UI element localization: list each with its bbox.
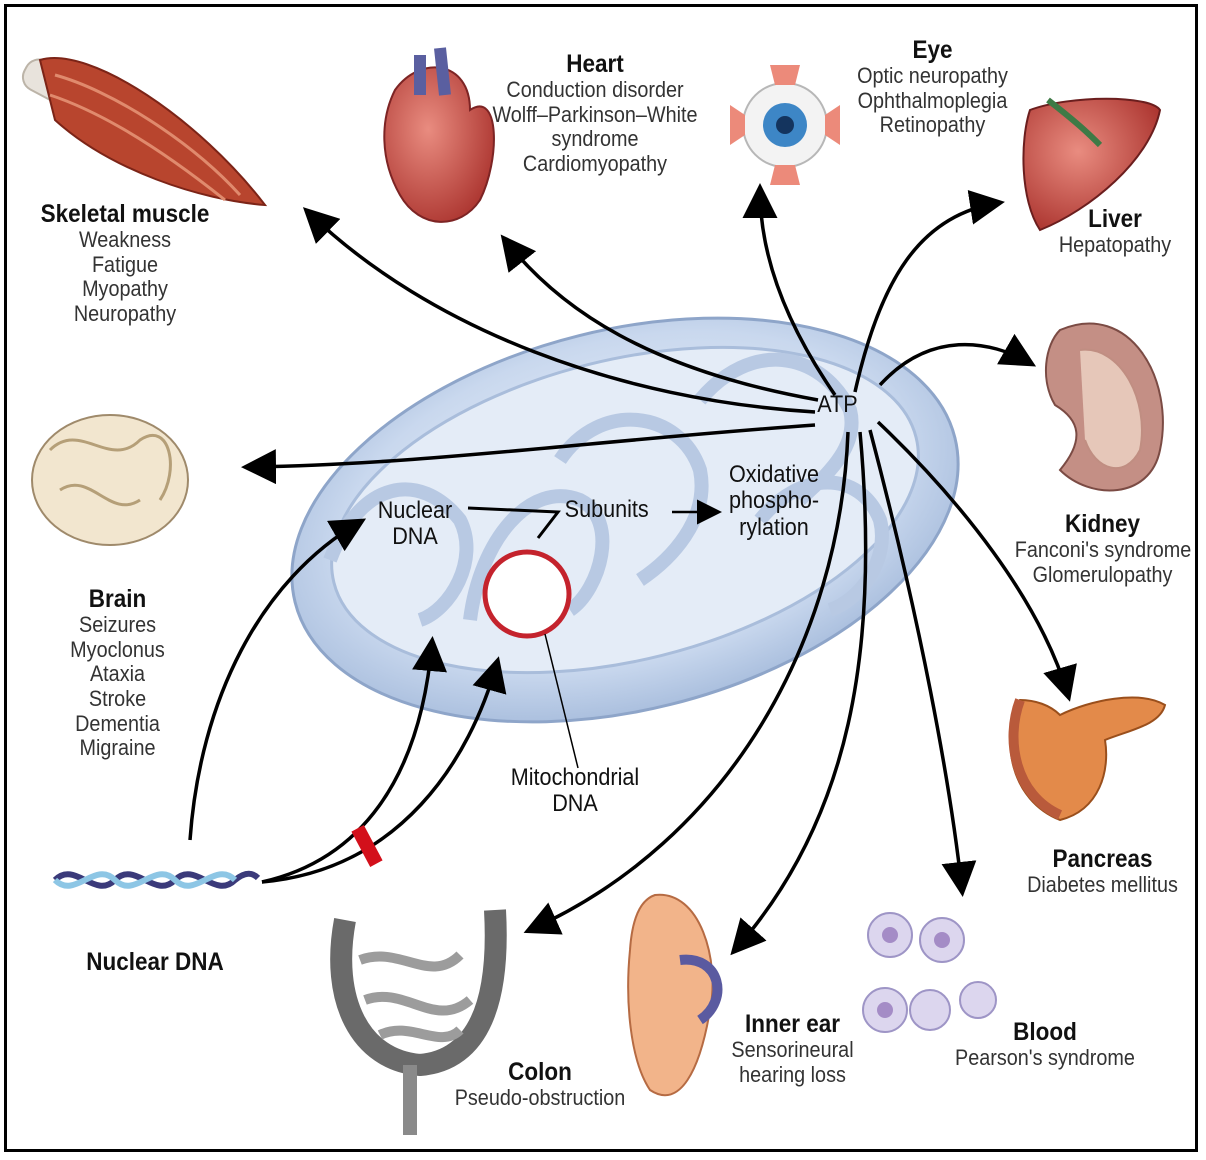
- symptom: Pearson's syndrome: [955, 1046, 1135, 1071]
- skeletal-muscle-illustration: [18, 55, 265, 205]
- nuclear-dna-bottom-title: Nuclear DNA: [70, 948, 241, 976]
- liver-label: Liver Hepatopathy: [1040, 205, 1190, 258]
- symptom: Cardiomyopathy: [492, 152, 699, 177]
- blood-cells-illustration: [863, 913, 996, 1032]
- heart-illustration: [384, 48, 494, 222]
- oxphos-label: Oxidative phospho- rylation: [720, 462, 828, 541]
- colon-title: Colon: [450, 1058, 630, 1086]
- symptom: Glomerulopathy: [1015, 563, 1191, 588]
- kidney-label: Kidney Fanconi's syndrome Glomerulopathy: [1005, 510, 1200, 587]
- dna-helix-illustration: [55, 874, 258, 886]
- symptom: Stroke: [39, 687, 197, 712]
- brain-label: Brain Seizures Myoclonus Ataxia Stroke D…: [30, 585, 205, 761]
- nuclear-dna-bottom-label: Nuclear DNA: [60, 948, 250, 976]
- pancreas-title: Pancreas: [1019, 845, 1186, 873]
- symptom: syndrome: [492, 127, 699, 152]
- kidney-illustration: [1046, 324, 1163, 491]
- blood-title: Blood: [955, 1018, 1135, 1046]
- symptom: Conduction disorder: [492, 78, 699, 103]
- symptom: Ophthalmoplegia: [849, 89, 1016, 114]
- mito-dna-label: Mitochondrial DNA: [503, 765, 647, 818]
- symptom: Retinopathy: [849, 113, 1016, 138]
- mito-dna-line: DNA: [503, 791, 647, 817]
- inner-ear-illustration: [628, 895, 717, 1095]
- symptom: Ataxia: [39, 662, 197, 687]
- symptom: Optic neuropathy: [849, 64, 1016, 89]
- symptom: hearing loss: [727, 1063, 858, 1088]
- eye-illustration: [730, 65, 840, 185]
- inner-ear-title: Inner ear: [727, 1010, 858, 1038]
- blood-label: Blood Pearson's syndrome: [945, 1018, 1145, 1071]
- symptom: Myopathy: [31, 277, 220, 302]
- mitochondrial-dna-circle: [485, 552, 569, 636]
- skeletal-muscle-label: Skeletal muscle Weakness Fatigue Myopath…: [20, 200, 230, 327]
- symptom: Dementia: [39, 712, 197, 737]
- symptom: Neuropathy: [31, 302, 220, 327]
- skeletal-muscle-title: Skeletal muscle: [31, 200, 220, 228]
- kidney-title: Kidney: [1015, 510, 1191, 538]
- pancreas-label: Pancreas Diabetes mellitus: [1010, 845, 1195, 898]
- nuclear-dna-line: DNA: [370, 524, 460, 550]
- symptom: Hepatopathy: [1048, 233, 1183, 258]
- pancreas-illustration: [1010, 698, 1165, 820]
- inner-ear-label: Inner ear Sensorineural hearing loss: [720, 1010, 865, 1087]
- brain-title: Brain: [39, 585, 197, 613]
- symptom: Diabetes mellitus: [1019, 873, 1186, 898]
- liver-title: Liver: [1048, 205, 1183, 233]
- symptom: Fanconi's syndrome: [1015, 538, 1191, 563]
- colon-label: Colon Pseudo-obstruction: [440, 1058, 640, 1111]
- symptom: Sensorineural: [727, 1038, 858, 1063]
- brain-illustration: [32, 415, 188, 545]
- eye-title: Eye: [849, 36, 1016, 64]
- oxphos-line: rylation: [720, 515, 828, 541]
- heart-label: Heart Conduction disorder Wolff–Parkinso…: [480, 50, 710, 177]
- symptom: Fatigue: [31, 253, 220, 278]
- mutation-block-marker: [351, 825, 382, 867]
- symptom: Weakness: [31, 228, 220, 253]
- atp-label: ATP: [817, 392, 857, 418]
- heart-title: Heart: [492, 50, 699, 78]
- symptom: Wolff–Parkinson–White: [492, 103, 699, 128]
- mito-dna-line: Mitochondrial: [503, 765, 647, 791]
- nuclear-dna-line: Nuclear: [370, 498, 460, 524]
- oxphos-line: phospho-: [720, 488, 828, 514]
- nuclear-dna-core-label: Nuclear DNA: [370, 498, 460, 551]
- oxphos-line: Oxidative: [720, 462, 828, 488]
- subunits-label: Subunits: [565, 497, 649, 523]
- eye-label: Eye Optic neuropathy Ophthalmoplegia Ret…: [840, 36, 1025, 138]
- symptom: Migraine: [39, 736, 197, 761]
- symptom: Seizures: [39, 613, 197, 638]
- symptom: Pseudo-obstruction: [450, 1086, 630, 1111]
- symptom: Myoclonus: [39, 638, 197, 663]
